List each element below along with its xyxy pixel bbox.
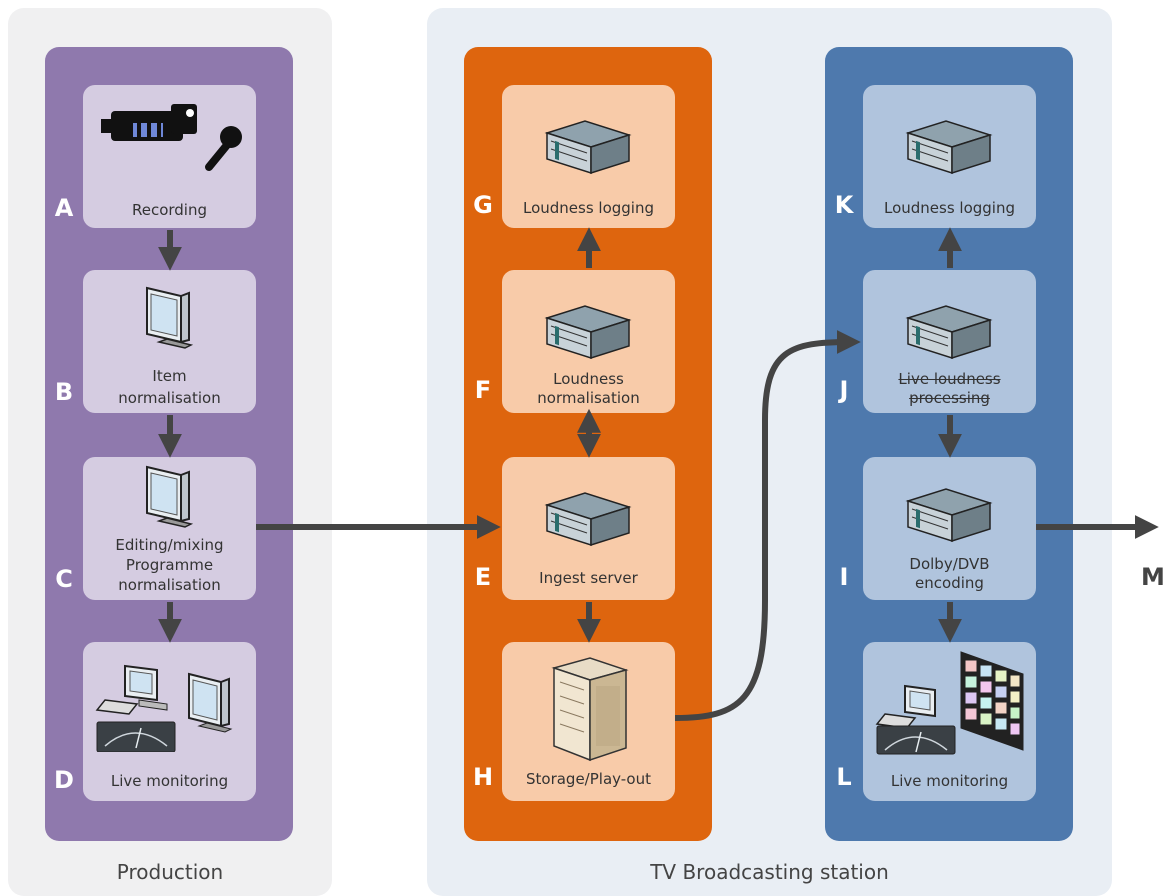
dolby-dvb-encoding-label-line2: encoding bbox=[915, 574, 984, 592]
recording-label: Recording bbox=[131, 201, 208, 219]
item-normalisation-card[interactable]: Item normalisation bbox=[83, 270, 256, 413]
ingest-server-card[interactable]: Ingest server bbox=[502, 457, 675, 600]
letter-l: L bbox=[836, 763, 852, 791]
letter-d: D bbox=[54, 766, 74, 794]
live-monitoring-label-transmission: Live monitoring bbox=[890, 772, 1009, 790]
loudness-logging-card-transmission[interactable]: Loudness logging bbox=[863, 85, 1036, 228]
letter-k: K bbox=[834, 191, 854, 219]
editing-mixing-label-line2: Programme bbox=[125, 556, 214, 574]
output-letter-m: M bbox=[1141, 563, 1165, 591]
loudness-normalisation-card[interactable]: Loudness normalisation bbox=[502, 270, 675, 413]
storage-rack-icon bbox=[551, 657, 629, 762]
storage-playout-card[interactable]: Storage/Play-out bbox=[502, 642, 675, 801]
item-normalisation-label-line1: Item bbox=[152, 367, 187, 385]
letter-e: E bbox=[474, 563, 492, 591]
letter-h: H bbox=[472, 763, 494, 791]
storage-playout-label: Storage/Play-out bbox=[525, 770, 652, 788]
server-icon bbox=[544, 492, 632, 547]
server-icon bbox=[905, 305, 993, 360]
editing-mixing-label-line1: Editing/mixing bbox=[115, 536, 224, 554]
monitoring-icon bbox=[95, 664, 233, 752]
letter-c: C bbox=[55, 565, 73, 593]
live-loudness-processing-label-line1: Live loudness bbox=[898, 370, 1001, 388]
loudness-logging-label-transmission: Loudness logging bbox=[883, 199, 1015, 217]
loudness-logging-card-ingest[interactable]: Loudness logging bbox=[502, 85, 675, 228]
live-monitoring-card-production[interactable]: Live monitoring bbox=[83, 642, 256, 801]
editing-mixing-label-line3: normalisation bbox=[118, 576, 221, 594]
monitor-icon bbox=[146, 286, 194, 349]
letter-i: I bbox=[839, 563, 849, 591]
dolby-dvb-encoding-label-line1: Dolby/DVB bbox=[909, 555, 990, 573]
letter-j: J bbox=[839, 376, 849, 404]
server-icon bbox=[905, 120, 993, 175]
recording-card[interactable]: Recording bbox=[83, 85, 256, 228]
live-loudness-processing-label-line2: processing bbox=[909, 389, 990, 407]
server-icon bbox=[905, 488, 993, 543]
server-icon bbox=[544, 120, 632, 175]
ingest-server-label: Ingest server bbox=[539, 569, 638, 587]
live-loudness-processing-card[interactable]: Live loudness processing bbox=[863, 270, 1036, 413]
letter-g: G bbox=[473, 191, 493, 219]
letter-a: A bbox=[54, 194, 74, 222]
arrow-h-to-j bbox=[674, 330, 861, 721]
video-wall-monitoring-icon bbox=[875, 651, 1024, 755]
loudness-normalisation-label-line2: normalisation bbox=[537, 389, 640, 407]
server-icon bbox=[544, 305, 632, 360]
loudness-logging-label-ingest: Loudness logging bbox=[522, 199, 654, 217]
loudness-normalisation-label-line1: Loudness bbox=[553, 370, 624, 388]
monitor-icon bbox=[146, 465, 194, 528]
letter-b: B bbox=[54, 378, 74, 406]
live-monitoring-label-production: Live monitoring bbox=[110, 772, 229, 790]
letter-f: F bbox=[474, 376, 492, 404]
item-normalisation-label-line2: normalisation bbox=[118, 389, 221, 407]
production-caption: Production bbox=[116, 860, 224, 884]
editing-mixing-card[interactable]: Editing/mixing Programme normalisation bbox=[83, 457, 256, 600]
camera-microphone-icon bbox=[101, 104, 242, 171]
station-caption: TV Broadcasting station bbox=[650, 860, 889, 884]
dolby-dvb-encoding-card[interactable]: Dolby/DVB encoding bbox=[863, 457, 1036, 600]
live-monitoring-card-transmission[interactable]: Live monitoring bbox=[863, 642, 1036, 801]
